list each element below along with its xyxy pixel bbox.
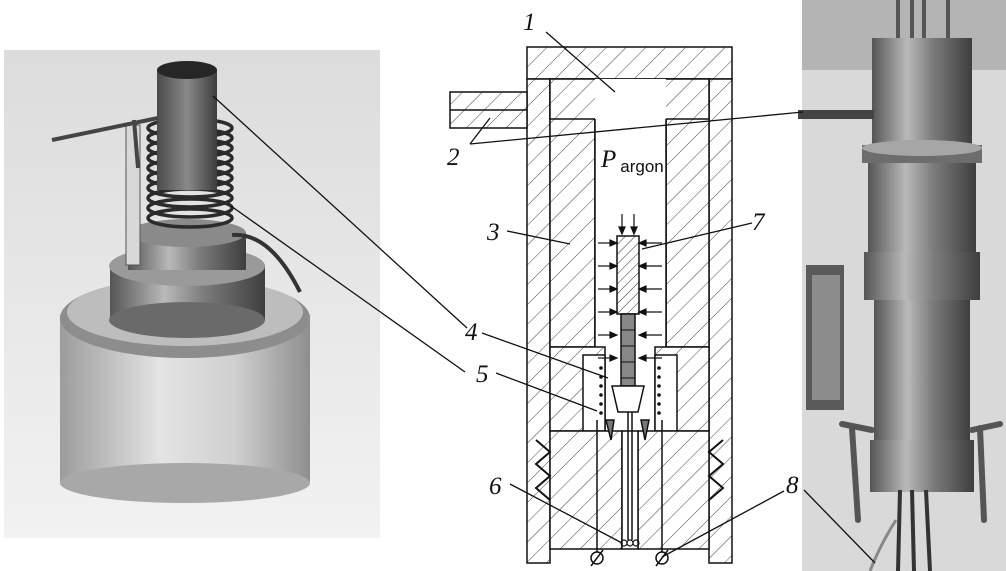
- label-7: 7: [752, 209, 766, 236]
- heater-windings-right: [657, 366, 661, 415]
- nozzle: [611, 385, 645, 413]
- leader-1: [545, 31, 616, 93]
- pressure-arrows-left: [598, 239, 619, 362]
- inner-tube: [157, 61, 217, 190]
- lower-body: [874, 300, 970, 460]
- label-8: 8: [786, 472, 799, 499]
- coil-lead-wire: [231, 232, 302, 293]
- gas-channel: [595, 79, 666, 119]
- leader-2a: [469, 117, 491, 145]
- label-4: 4: [465, 319, 478, 346]
- leader-4-photo: [212, 95, 468, 329]
- base-plug-right: [637, 430, 710, 550]
- flange: [862, 140, 982, 163]
- photo-right: [798, 0, 1006, 571]
- liner-left: [549, 78, 596, 348]
- leader-6: [509, 483, 623, 544]
- side-rod: [51, 116, 159, 266]
- pressure-label: P argon: [600, 146, 664, 176]
- leader-5-schematic: [495, 372, 598, 412]
- housing-wall-top: [526, 46, 733, 80]
- nozzle-tip-left: [605, 419, 615, 441]
- leader-8-schematic: [661, 490, 785, 558]
- label-2: 2: [447, 144, 460, 171]
- power-terminal-right: [655, 549, 669, 567]
- leader-7: [641, 222, 753, 250]
- power-terminal-left: [590, 549, 604, 567]
- leader-5-photo: [230, 205, 466, 373]
- gas-inlet-pipe: [798, 110, 874, 119]
- upper-cylinder: [872, 38, 972, 148]
- nozzle-tip-right: [640, 419, 650, 441]
- callout-labels: 1 2 3 4 5 6 7 8 P argon: [447, 9, 799, 500]
- base-bore: [621, 430, 639, 550]
- photo-left: [4, 50, 380, 538]
- label-5: 5: [476, 361, 489, 388]
- pressure-subscript: argon: [620, 157, 663, 176]
- leader-8-photo: [803, 489, 876, 564]
- schematic: [449, 46, 733, 567]
- bellows-right: [707, 439, 725, 501]
- handles: [839, 421, 1003, 523]
- main-body: [868, 163, 976, 253]
- sample-stack-dividers: [621, 329, 635, 379]
- lower-ring: [870, 440, 974, 492]
- pressure-arrows-top: [618, 214, 638, 236]
- pressure-arrows-right: [637, 239, 662, 362]
- leader-4-schematic: [481, 332, 609, 379]
- ring-collar: [864, 252, 980, 300]
- bottom-leads: [868, 489, 932, 571]
- sample-rod: [616, 235, 640, 315]
- sample-stack: [620, 313, 636, 387]
- top-rods: [896, 0, 950, 40]
- label-6: 6: [489, 473, 502, 500]
- leader-2b: [469, 111, 804, 145]
- heater-windings-left: [599, 366, 603, 415]
- bellows-left: [534, 439, 552, 501]
- label-1: 1: [523, 9, 536, 36]
- leader-3: [506, 230, 571, 245]
- pressure-symbol: P: [600, 146, 616, 173]
- leader-lines: [212, 31, 876, 564]
- label-3: 3: [486, 219, 500, 246]
- base-plug-left: [549, 430, 623, 550]
- wall-panel-inner: [812, 275, 840, 400]
- stepped-collar: [109, 219, 265, 338]
